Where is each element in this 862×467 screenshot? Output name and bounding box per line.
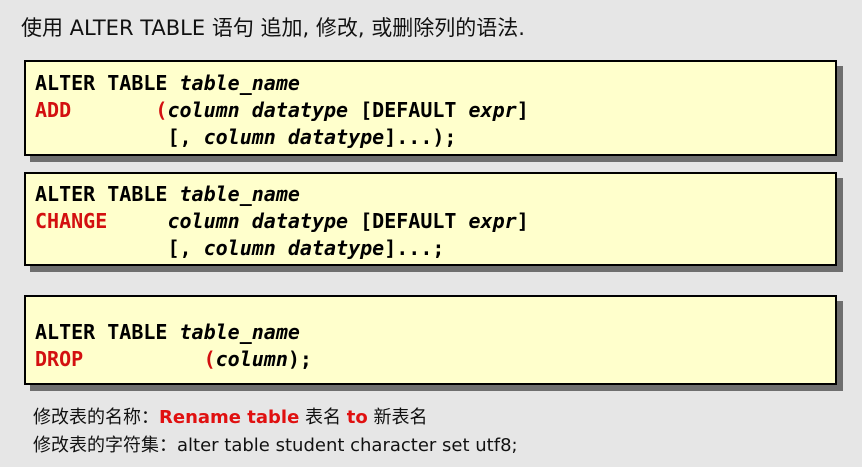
default-keyword: [DEFAULT: [348, 209, 469, 233]
table-name-placeholder: table_name: [179, 71, 300, 95]
table-name-placeholder: table_name: [179, 320, 300, 344]
alter-table-keyword: ALTER TABLE: [35, 71, 180, 95]
alter-add-code: ALTER TABLE table_name ADD (column datat…: [35, 70, 529, 151]
rename-note: 修改表的名称：Rename table 表名 to 新表名: [33, 404, 518, 432]
spacer: [71, 98, 155, 122]
alter-drop-syntax-box: ALTER TABLE table_name DROP (column);: [24, 295, 837, 385]
alter-change-code: ALTER TABLE table_name CHANGE column dat…: [35, 181, 529, 262]
expr-placeholder: expr: [468, 209, 517, 233]
notes: 修改表的名称：Rename table 表名 to 新表名 修改表的字符集：al…: [33, 404, 518, 460]
charset-label: 修改表的字符集：: [33, 435, 177, 456]
old-table-name: 表名: [299, 407, 347, 428]
rename-command: Rename table: [159, 407, 300, 428]
charset-command: alter table student character set utf8;: [177, 435, 518, 456]
open-paren: (: [155, 98, 168, 122]
page-title: 使用 ALTER TABLE 语句 追加, 修改, 或删除列的语法.: [21, 16, 525, 40]
open-paren: (: [203, 347, 216, 371]
close-bracket: ]: [516, 98, 529, 122]
column-datatype-placeholder: column datatype: [167, 209, 349, 233]
alter-drop-code: ALTER TABLE table_name DROP (column);: [35, 319, 312, 373]
comma-bracket: [,: [167, 125, 204, 149]
alter-table-keyword: ALTER TABLE: [35, 320, 180, 344]
drop-keyword: DROP: [35, 347, 84, 371]
to-keyword: to: [346, 407, 368, 428]
table-name-placeholder: table_name: [179, 182, 300, 206]
spacer: [107, 209, 167, 233]
rename-label: 修改表的名称：: [33, 407, 159, 428]
alter-add-syntax-box: ALTER TABLE table_name ADD (column datat…: [24, 60, 837, 156]
column-datatype-placeholder: column datatype: [167, 98, 349, 122]
statement-end: ]...;: [384, 236, 445, 260]
column-placeholder: column: [215, 347, 288, 371]
new-table-name: 新表名: [367, 407, 428, 428]
spacer: [35, 236, 167, 260]
statement-end: ]...);: [384, 125, 457, 149]
add-keyword: ADD: [35, 98, 72, 122]
close-bracket: ]: [516, 209, 529, 233]
column-datatype-placeholder: column datatype: [203, 236, 385, 260]
alter-change-syntax-box: ALTER TABLE table_name CHANGE column dat…: [24, 172, 837, 266]
spacer: [35, 125, 167, 149]
change-keyword: CHANGE: [35, 209, 108, 233]
spacer: [83, 347, 203, 371]
comma-bracket: [,: [167, 236, 204, 260]
expr-placeholder: expr: [468, 98, 517, 122]
statement-end: );: [287, 347, 312, 371]
default-keyword: [DEFAULT: [348, 98, 469, 122]
charset-note: 修改表的字符集：alter table student character se…: [33, 432, 518, 460]
column-datatype-placeholder: column datatype: [203, 125, 385, 149]
alter-table-keyword: ALTER TABLE: [35, 182, 180, 206]
